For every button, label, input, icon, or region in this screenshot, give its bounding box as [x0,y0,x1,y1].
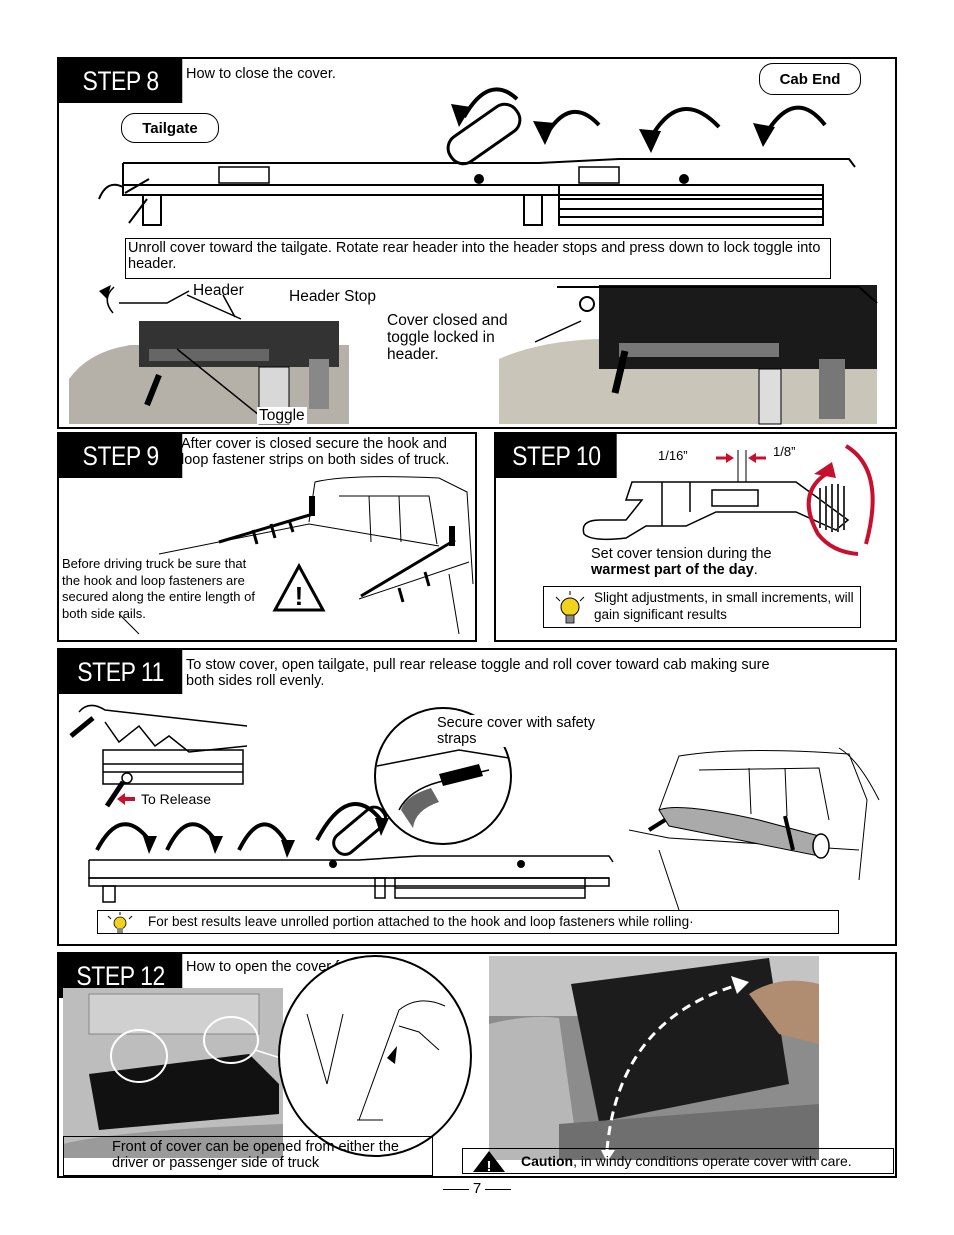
rotate-arrow-icon [143,836,157,854]
rotate-arrow-icon [281,840,295,858]
tension-adjust-illustration [582,444,875,556]
lightbulb-icon [107,912,133,933]
step9-panel: STEP 9 After cover is closed secure the … [57,432,477,642]
down-arrow-icon [601,1150,615,1162]
step12-cover-illustration [63,955,819,1162]
step8-title: STEP 8 [59,59,183,103]
step11-panel: STEP 11 To stow cover, open tailgate, pu… [57,648,897,946]
step10-instruction-bold: warmest part of the day [591,562,754,578]
step8-instruction: Unroll cover toward the tailgate. Rotate… [125,238,831,279]
header-label: Header [193,282,244,299]
step9-truck-illustration: ! [118,476,474,635]
step9-instruction: After cover is closed secure the hook an… [181,436,450,468]
page-number: 7 [472,1180,482,1197]
up-arrow-icon [387,1046,397,1064]
warning-icon [272,562,326,612]
rotate-arrow-icon [99,285,111,299]
step9-note: Before driving truck be sure that the ho… [62,556,255,621]
step8-panel: STEP 8 How to close the cover. Tailgate … [57,57,897,429]
cover-closed-label: Cover closed and toggle locked in header… [387,312,508,363]
exclamation-icon: ! [295,581,304,611]
step11-tip-box: For best results leave unrolled portion … [97,910,839,934]
rotate-arrow-icon [639,129,661,153]
rotate-arrow-icon [533,121,555,145]
step10-tip-box: Slight adjustments, in small increments,… [543,586,861,628]
step10-tip-text: Slight adjustments, in small increments,… [594,590,854,622]
step12-note-box: Front of cover can be opened from either… [63,1136,433,1176]
rotate-arrow-icon [753,123,775,147]
page-footer: 7 [0,1180,954,1197]
svg-text:!: ! [487,1158,492,1175]
warning-icon: ! [473,1151,505,1175]
step10-instruction-pre: Set cover tension during the [591,546,772,562]
footer-dash-right [485,1188,512,1190]
step10-panel: STEP 10 1/16” 1/8” Set cover tension [494,432,897,642]
step10-title: STEP 10 [496,434,617,478]
step11-tip-text: For best results leave unrolled portion … [148,914,694,929]
caution-bold: Caution [521,1153,574,1169]
cab-end-label: Cab End [759,63,861,95]
step11-instruction: To stow cover, open tailgate, pull rear … [186,657,770,689]
gap-left-label: 1/16” [658,448,688,463]
header-stop-label: Header Stop [289,288,377,305]
caution-rest: , in windy conditions operate cover with… [573,1153,852,1169]
step12-caution-box: ! Caution, in windy conditions operate c… [462,1148,894,1175]
rotate-arrow-icon [209,836,223,854]
gap-right-label: 1/8” [773,444,796,459]
tailgate-label: Tailgate [121,113,219,143]
step9-title: STEP 9 [59,434,183,478]
step12-note: Front of cover can be opened from either… [112,1139,399,1171]
step8-subtitle: How to close the cover. [186,66,336,82]
footer-dash-left [442,1188,469,1190]
rotate-arrow-icon [814,462,836,478]
safety-straps-label: Secure cover with safety straps [437,715,597,747]
lightbulb-icon [555,591,585,624]
toggle-label: Toggle [257,407,307,424]
step12-caution: Caution, in windy conditions operate cov… [521,1153,852,1170]
step10-instruction: Set cover tension during the warmest par… [591,546,851,578]
rotate-arrow-icon [451,104,471,127]
step8-rail-illustration [69,87,878,425]
step11-title: STEP 11 [59,650,183,694]
arrow-icon [731,976,749,994]
step10-instruction-post: . [753,562,758,578]
to-release-label: To Release [141,791,212,807]
step12-panel: STEP 12 How to open the cover front. Fro [57,952,897,1178]
